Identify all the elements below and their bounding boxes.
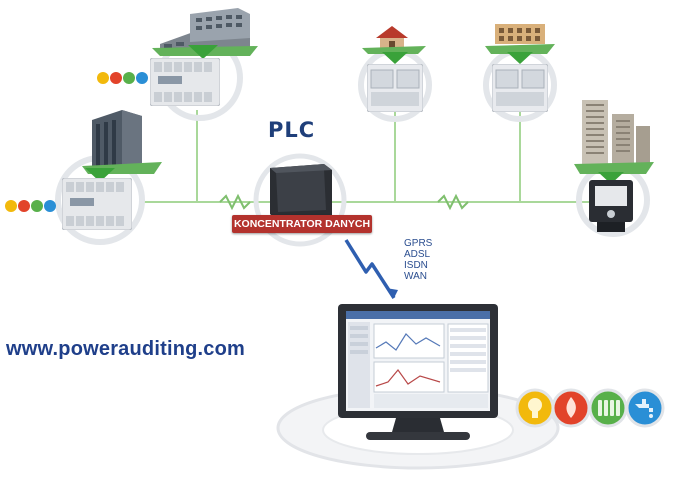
lightbulb-icon — [515, 388, 555, 428]
radiator-icon — [588, 388, 628, 428]
network-item: ADSL — [404, 249, 431, 260]
down-arrow-icon — [598, 172, 624, 184]
down-arrow-icon — [85, 168, 115, 182]
network-list: GPRS ADSL ISDN WAN — [404, 238, 432, 282]
monitor-icon — [338, 304, 498, 440]
house-icon — [362, 26, 426, 54]
network-item: WAN — [404, 271, 427, 282]
ring-concentrator — [253, 153, 347, 247]
meter-device-icon — [150, 58, 220, 106]
network-item: GPRS — [404, 238, 433, 249]
down-arrow-icon — [382, 52, 408, 64]
utility-dots-top-icon — [97, 72, 148, 84]
water-tap-icon — [625, 388, 665, 428]
utility-dots-left-icon — [5, 200, 56, 212]
meter-device-icon — [367, 64, 423, 112]
plc-title: PLC — [268, 118, 316, 142]
down-arrow-icon — [507, 52, 533, 64]
lightning-icon — [344, 239, 398, 299]
down-arrow-icon — [188, 45, 218, 59]
meter-device-icon — [62, 178, 132, 230]
highrise-buildings-icon — [574, 100, 654, 174]
resistor-left — [219, 193, 251, 211]
website-url[interactable]: www.powerauditing.com — [6, 338, 246, 360]
concentrator-device-icon — [270, 164, 332, 218]
flame-icon — [551, 388, 591, 428]
network-item: ISDN — [404, 260, 428, 271]
meter-device-icon — [492, 64, 548, 112]
meter-device-icon — [589, 180, 633, 232]
apartment-building-icon — [485, 24, 555, 54]
concentrator-label: KONCENTRATOR DANYCH — [232, 215, 372, 233]
resistor-right — [437, 193, 469, 211]
skyscraper-building-icon — [82, 110, 162, 174]
